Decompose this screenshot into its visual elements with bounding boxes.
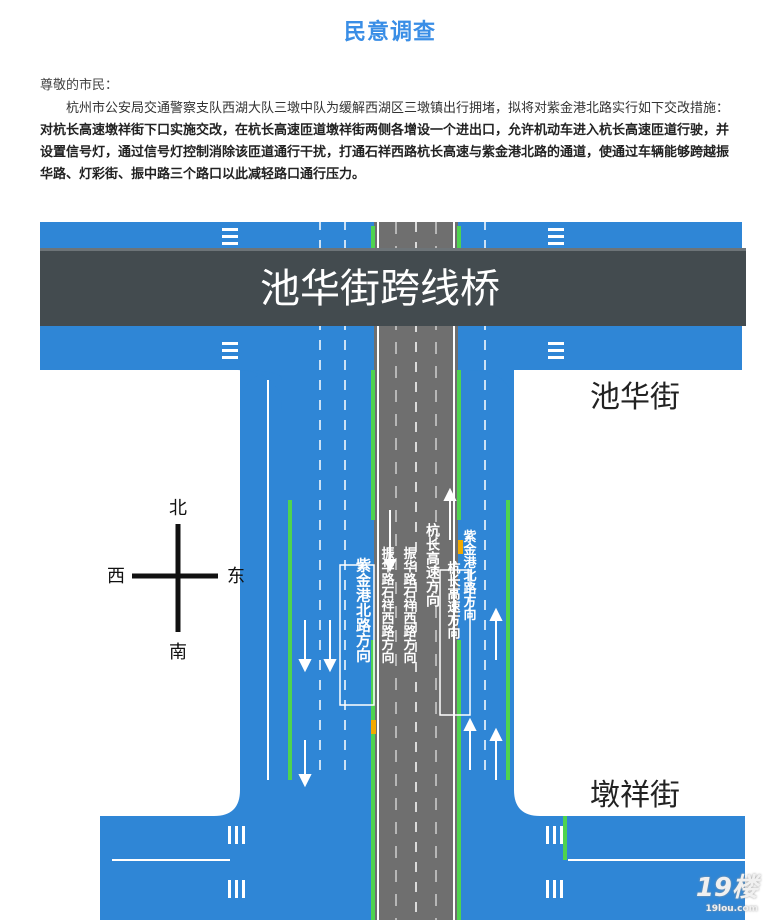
notice-measures: 对杭长高速墩祥街下口实施交改，在杭长高速匝道墩祥街两侧各增设一个进出口，允许机动… — [40, 123, 730, 182]
bridge-banner: 池华街跨线桥 — [40, 248, 746, 326]
greeting: 尊敬的市民： — [40, 78, 119, 93]
lane-label-zijingang-right: 紫金港北路方向 — [461, 529, 478, 622]
compass-west: 西 — [107, 566, 125, 587]
green-lane-dividers — [288, 226, 567, 920]
intersection-diagram: 池华街跨线桥 池华街 墩祥街 北 南 西 东 紫金港北路方向 振华路石祥西路方向… — [0, 220, 780, 920]
direction-arrows — [298, 487, 503, 788]
lane-label-hangchang: 杭长高速方向 — [424, 522, 440, 608]
watermark-logo: 19楼 — [695, 873, 758, 903]
compass-north: 北 — [169, 498, 187, 519]
street-label-top: 池华街 — [590, 380, 680, 415]
notice-paragraph: 杭州市公安局交通警察支队西湖大队三墩中队为缓解西湖区三墩镇出行拥堵，拟将对紫金港… — [40, 98, 740, 186]
lane-label-zhenhua-2: 振华路石祥西路方向 — [401, 546, 418, 665]
street-label-bottom: 墩祥街 — [590, 778, 680, 813]
lane-label-zhenhua: 振华路石祥西路方向 — [379, 546, 396, 665]
crosswalks — [222, 228, 564, 898]
notice-intro: 杭州市公安局交通警察支队西湖大队三墩中队为缓解西湖区三墩镇出行拥堵，拟将对紫金港… — [66, 101, 730, 116]
compass: 北 南 西 东 — [107, 498, 245, 663]
page-title: 民意调查 — [343, 20, 436, 45]
lane-label-hangchang-right: 杭长高速方向 — [445, 560, 461, 640]
compass-east: 东 — [227, 566, 245, 587]
bridge-label: 池华街跨线桥 — [260, 266, 500, 312]
watermark-site: 19lou.com — [705, 904, 758, 914]
compass-south: 南 — [169, 642, 187, 663]
lane-label-zijingang-left: 紫金港北路方向 — [354, 558, 372, 664]
